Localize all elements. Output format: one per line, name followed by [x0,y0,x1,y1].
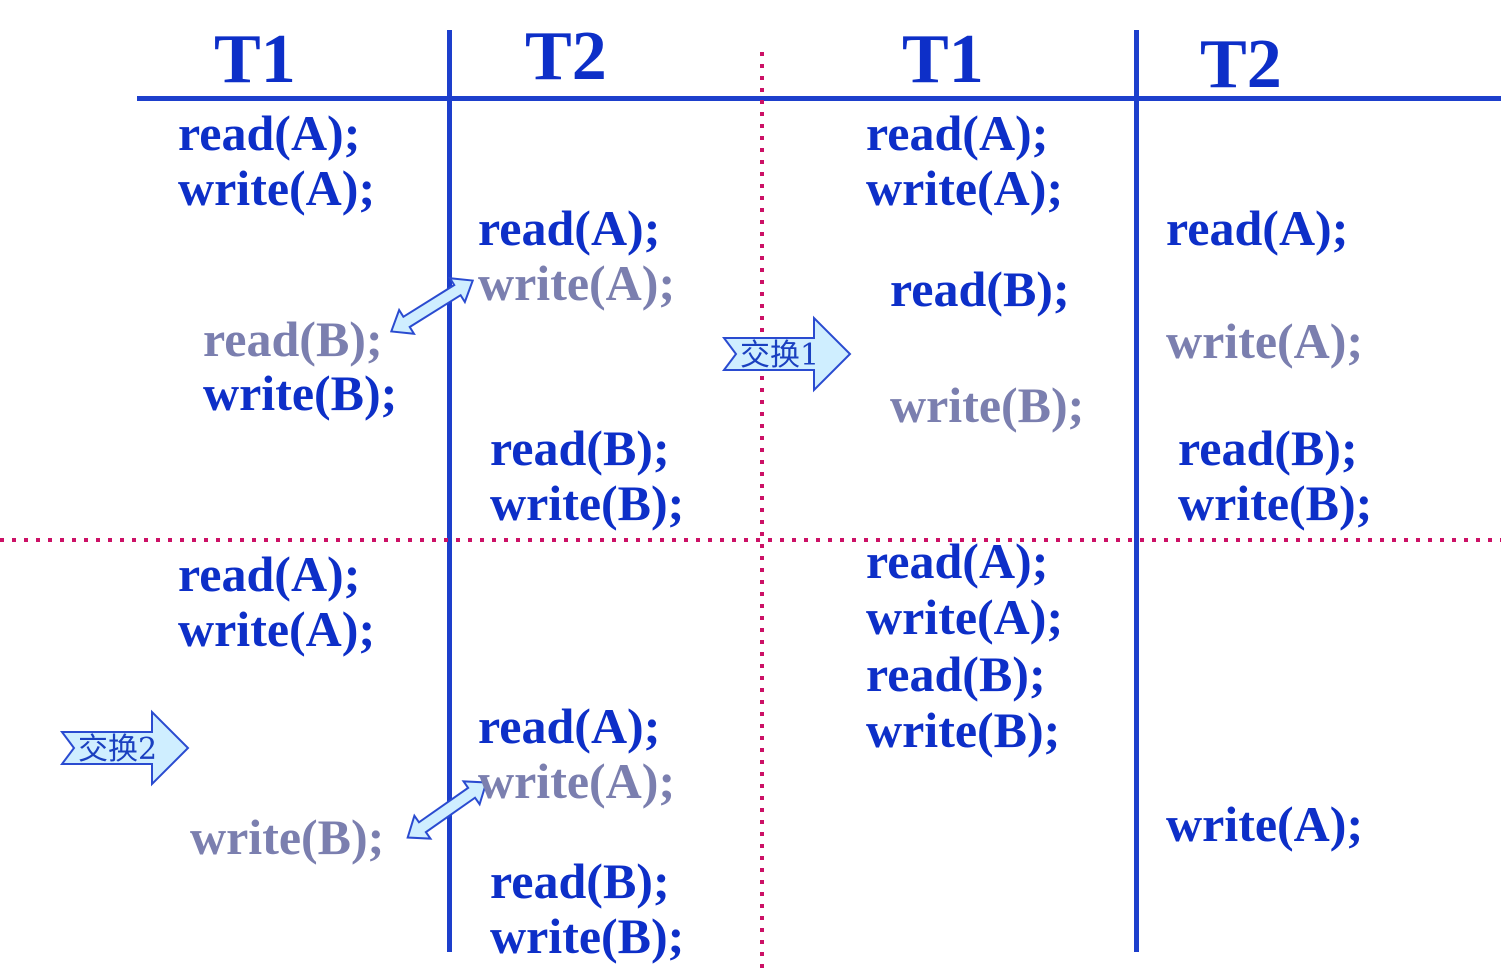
swap1-t1-write-a: write(A); [866,160,1064,216]
final-t1-write-a: write(A); [866,589,1064,645]
swap2-t2-write-b: write(B); [490,908,685,964]
swap1-t2-read-b: read(B); [1178,420,1358,476]
original-t2-write-a: write(A); [478,255,676,311]
swap1-t2-write-b: write(B); [1178,475,1373,531]
swap2-t2-read-a: read(A); [478,698,661,754]
swap2-t2-write-a: write(A); [478,753,676,809]
original-t2-write-b: write(B); [490,475,685,531]
header-t1-right: T1 [902,21,984,98]
swap2-label: 交换2 [78,732,157,767]
swap1-t2-read-a: read(A); [1166,200,1349,256]
header-t2-left: T2 [525,18,607,95]
original-t1-read-b: read(B); [203,311,383,367]
original-t1-write-b: write(B); [203,365,398,421]
swap2-t1-write-a: write(A); [178,601,376,657]
original-t2-read-a: read(A); [478,200,661,256]
swap2-t2-read-b: read(B); [490,853,670,909]
swap-double-arrow-bottom [406,780,488,840]
swap2-arrow: 交换2 [60,709,190,787]
swap1-t2-write-a: write(A); [1166,313,1364,369]
swap1-t1-write-b: write(B); [890,377,1085,433]
swap-double-arrow-top [389,277,475,335]
header-t1-left: T1 [214,21,296,98]
original-t1-read-a: read(A); [178,105,361,161]
original-t1-write-a: write(A); [178,160,376,216]
final-t1-read-b: read(B); [866,646,1046,702]
swap1-arrow: 交换1 [722,315,852,393]
swap1-t1-read-a: read(A); [866,105,1049,161]
final-t2-write-a: write(A); [1166,796,1364,852]
left-column-divider [447,30,452,952]
right-column-divider [1134,30,1139,952]
swap1-t1-read-b: read(B); [890,261,1070,317]
original-t2-read-b: read(B); [490,420,670,476]
swap1-label: 交换1 [740,338,819,373]
final-t1-read-a: read(A); [866,533,1049,589]
header-rule [137,96,1501,101]
swap2-t1-read-a: read(A); [178,546,361,602]
final-t1-write-b: write(B); [866,702,1061,758]
header-t2-right: T2 [1200,26,1282,103]
swap2-t1-write-b: write(B); [190,809,385,865]
